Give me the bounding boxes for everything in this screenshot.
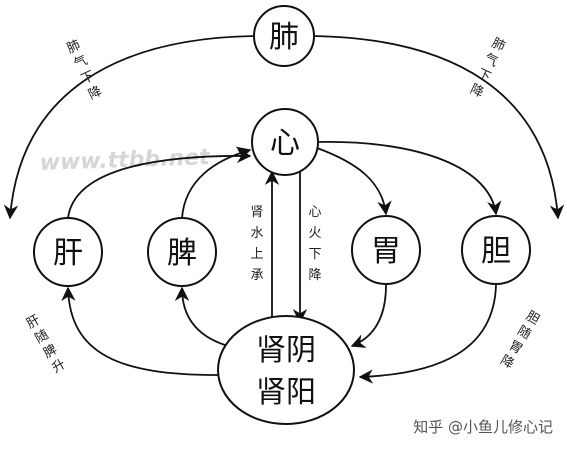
- label-kidney-water-rise-text: 肾水上承: [250, 205, 263, 283]
- node-heart: 心: [251, 108, 319, 176]
- arrow-kidney-to-spleen: [174, 286, 226, 346]
- node-heart-label: 心: [270, 126, 300, 161]
- arrow-spleen-to-heart: [181, 146, 252, 219]
- node-spleen: 脾: [147, 217, 217, 287]
- node-gallbladder-label: 胆: [481, 234, 511, 269]
- node-lung-label: 肺: [269, 20, 299, 55]
- label-kidney-water-rise: 肾水上承: [250, 205, 263, 283]
- label-lung-qi-descend-right: 肺气下降: [468, 36, 508, 101]
- node-liver-label: 肝: [53, 236, 83, 271]
- node-kidney: 肾阴 肾阳: [217, 315, 355, 425]
- node-kidney-yin-label: 肾阴: [256, 333, 316, 368]
- arrow-lung-to-right: [311, 35, 565, 220]
- label-gallbladder-follow-descend-text: 胆随胃降: [498, 309, 542, 373]
- node-gallbladder: 胆: [461, 215, 531, 285]
- label-heart-fire-descend-text: 心火下降: [308, 205, 321, 283]
- arrow-heart-to-stomach: [316, 147, 392, 216]
- arrow-heart-to-gallbladder: [317, 141, 502, 216]
- attribution-text: 知乎 @小鱼儿修心记: [413, 418, 553, 436]
- arrow-gallbladder-to-kidney: [358, 284, 497, 384]
- label-liver-follow-rise: 肝随脾升: [24, 313, 68, 377]
- label-lung-qi-descend-right-text: 肺气下降: [468, 36, 508, 101]
- arrow-lung-to-left: [3, 35, 256, 220]
- watermark-text: www.ttbb.net: [39, 145, 211, 176]
- arrow-liver-to-heart: [67, 148, 252, 219]
- arrow-stomach-to-kidney: [350, 284, 387, 348]
- node-kidney-yang-label: 肾阳: [256, 375, 316, 410]
- node-lung: 肺: [253, 5, 315, 67]
- node-stomach: 胃: [351, 215, 421, 285]
- label-heart-fire-descend: 心火下降: [308, 205, 321, 283]
- node-spleen-label: 脾: [167, 236, 197, 271]
- node-stomach-label: 胃: [371, 234, 401, 269]
- label-lung-qi-descend-left-text: 肺气下降: [65, 38, 105, 103]
- node-liver: 肝: [33, 217, 103, 287]
- label-lung-qi-descend-left: 肺气下降: [65, 38, 105, 103]
- label-gallbladder-follow-descend: 胆随胃降: [498, 309, 542, 373]
- arrow-kidney-to-liver: [61, 286, 219, 376]
- label-liver-follow-rise-text: 肝随脾升: [24, 313, 68, 377]
